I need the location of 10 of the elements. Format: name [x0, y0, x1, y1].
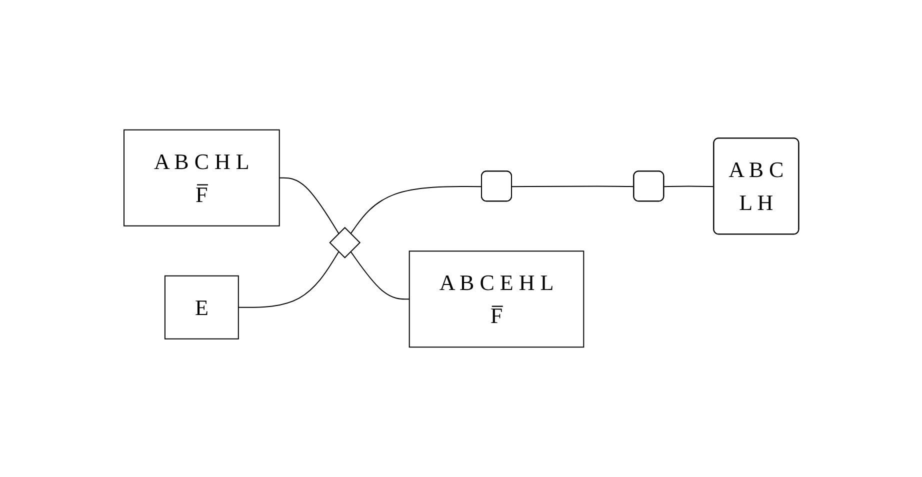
- node-diamond: [328, 226, 360, 258]
- connector: [350, 250, 410, 300]
- connector: [511, 186, 634, 188]
- connector: [350, 186, 482, 234]
- connector: [238, 251, 339, 308]
- node-box: A B C E H L F̅: [408, 250, 584, 348]
- node-box: E: [164, 275, 239, 340]
- connector: [663, 186, 714, 188]
- node-box: A B C H L F̅: [123, 129, 280, 226]
- connector: [278, 177, 339, 234]
